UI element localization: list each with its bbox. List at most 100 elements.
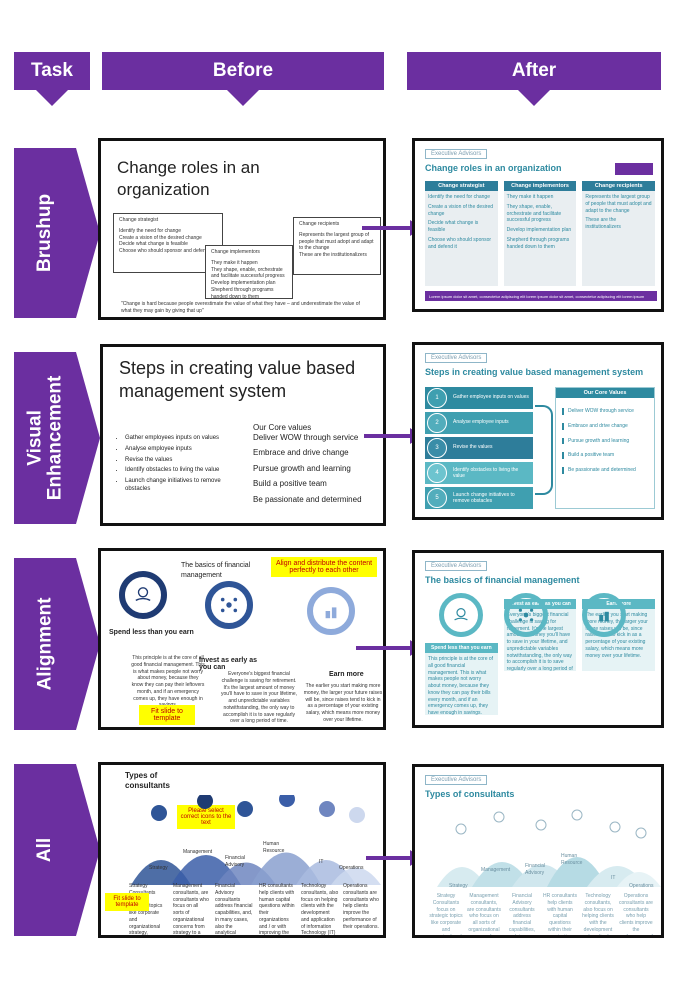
- consultant-text: Management consultants, are consultants …: [173, 883, 209, 935]
- step-bar: 5 Launch change initiatives to remove ob…: [425, 487, 533, 509]
- consultant-text: Management consultants, are consultants …: [467, 893, 501, 935]
- role-line: Create a vision of the desired change: [119, 234, 202, 241]
- consultant-text: Financial Advisory consultants address f…: [215, 883, 253, 935]
- row-tab-chevron: [76, 558, 100, 730]
- role-box-head: Change implementors: [211, 249, 260, 255]
- hill-label: Human Resource: [561, 853, 583, 866]
- row-tab-chevron: [76, 764, 100, 936]
- role-box-recipients: Change recipients Represents the largest…: [293, 217, 381, 275]
- hill-label: Strategy: [149, 865, 168, 871]
- dollar-hand-icon: [439, 593, 484, 637]
- role-line: Represents the largest group of people t…: [585, 194, 652, 214]
- step-item: Identify obstacles to living the value: [125, 467, 245, 475]
- dollar-hand-icon: [119, 571, 167, 619]
- transform-arrow: [364, 428, 422, 444]
- role-line: They make it happen: [211, 259, 258, 266]
- transform-arrow: [362, 220, 422, 236]
- after-slide-brushup: Executive Advisors Change roles in an or…: [412, 138, 664, 312]
- brand-tag: Executive Advisors: [425, 149, 488, 159]
- before-slide-alignment: The basics of financial management Align…: [98, 548, 386, 730]
- consultant-text: HR consultants help clients with human c…: [543, 893, 577, 935]
- consultant-text: Operations consultants are consultants w…: [343, 883, 379, 930]
- callout-select-icons: Please select correct icons to the text: [177, 805, 235, 829]
- hill-label: Strategy: [449, 883, 468, 889]
- role-line: They make it happen: [506, 194, 554, 200]
- tip-card: Spend less than you earn This principle …: [425, 593, 498, 721]
- header-task: Task: [14, 52, 90, 90]
- role-line: These are the institutionalizers: [585, 217, 621, 230]
- value-item: Embrace and drive change: [253, 448, 349, 458]
- coins-icon: [307, 587, 355, 635]
- role-line: Shepherd through programs handed down to…: [506, 236, 570, 250]
- step-number: 3: [427, 438, 447, 458]
- row-label: Brushup: [34, 193, 56, 273]
- value-item: Build a positive team: [562, 452, 648, 459]
- hill-label: Operations: [339, 865, 364, 871]
- header-before-arrow: [227, 90, 259, 106]
- step-number: 5: [427, 488, 447, 508]
- hills-chart: [437, 809, 661, 887]
- step-number: 4: [427, 463, 447, 483]
- row-tab-brushup: Brushup: [14, 148, 100, 318]
- role-line: Develop implementation plan: [211, 280, 276, 286]
- tip-text: The earlier you start making more money,…: [303, 683, 383, 723]
- value-item: Pursue growth and learning: [253, 463, 351, 473]
- transform-arrow: [356, 640, 422, 656]
- role-line: Choose who should sponsor and defend it: [428, 236, 492, 250]
- step-item: Analyse employee inputs: [125, 446, 245, 454]
- tip-heading: Invest as early as you can: [199, 657, 257, 671]
- hill-label: Management: [183, 849, 213, 855]
- hill-label: Financial Advisory: [525, 863, 546, 876]
- hill-label: Human Resource: [263, 841, 285, 854]
- role-line: Create a vision of the desired change: [428, 203, 494, 217]
- step-item: Launch change initiatives to remove obst…: [125, 478, 245, 494]
- slide-title: Steps in creating value based management…: [425, 367, 644, 377]
- value-item: Deliver WOW through service: [562, 408, 648, 415]
- consultant-text: Technology consultants, also focus on he…: [301, 883, 339, 935]
- value-item: Deliver WOW through service: [253, 432, 359, 442]
- coins-icon: [582, 593, 627, 637]
- step-bar: 4 Identify obstacles to living the value: [425, 462, 533, 484]
- consultant-text: Strategy Consultants focus on strategic …: [429, 893, 463, 935]
- slide-title: Change roles in an organization: [425, 163, 562, 173]
- header-task-arrow: [36, 90, 68, 106]
- value-item: Be passionate and determined: [562, 467, 648, 474]
- step-text: Analyse employee inputs: [453, 419, 509, 425]
- header-before: Before: [102, 52, 384, 90]
- callout-fit-slide: Fit slide to template: [139, 705, 195, 725]
- hill-label: IT: [319, 859, 324, 865]
- brand-tag: Executive Advisors: [425, 561, 488, 571]
- after-slide-all: Executive Advisors Types of consultants …: [412, 764, 664, 938]
- steps-stack: 1 Gather employee inputs on values 2 Ana…: [425, 387, 533, 509]
- tip-heading: Spend less than you earn: [109, 629, 194, 636]
- brand-tag: Executive Advisors: [425, 353, 488, 363]
- tip-card-head: Spend less than you earn: [425, 643, 498, 653]
- consultant-text: Operations consultants are consultants w…: [619, 893, 653, 935]
- step-number: 2: [427, 413, 447, 433]
- hills-chart: [131, 795, 381, 885]
- hill-label: Operations: [629, 883, 654, 889]
- step-text: Revise the values: [453, 444, 493, 450]
- row-label: All: [34, 837, 56, 863]
- values-block: Our Core values Deliver WOW through serv…: [253, 423, 383, 505]
- cards-wrap: Spend less than you earn This principle …: [425, 593, 656, 721]
- callout-align: Align and distribute the content perfect…: [271, 557, 377, 577]
- columns-wrap: Change strategist Identify the need for …: [425, 181, 656, 286]
- tip-card: Invest as early as you can Everyone's bi…: [503, 593, 577, 721]
- header-after-arrow: [518, 90, 550, 106]
- step-number: 1: [427, 388, 447, 408]
- role-line: Decide what change is feasible: [428, 220, 479, 233]
- value-item: Pursue growth and learning: [562, 437, 648, 445]
- after-slide-visual: Executive Advisors Steps in creating val…: [412, 342, 664, 520]
- step-bar: 3 Revise the values: [425, 437, 533, 459]
- transform-arrow: [366, 850, 422, 866]
- network-icon: [503, 593, 548, 637]
- values-head: Our Core values: [253, 423, 312, 432]
- slide-title: Types of consultants: [125, 771, 170, 791]
- header-after: After: [407, 52, 661, 90]
- consultant-text: Financial Advisory consultants address f…: [508, 893, 537, 935]
- before-slide-visual: Steps in creating value based management…: [100, 344, 386, 526]
- role-box-implementors: Change implementors They make it happen …: [205, 245, 293, 300]
- value-item: Embrace and drive change: [562, 422, 648, 430]
- row-label: Visual Enhancement: [24, 375, 65, 501]
